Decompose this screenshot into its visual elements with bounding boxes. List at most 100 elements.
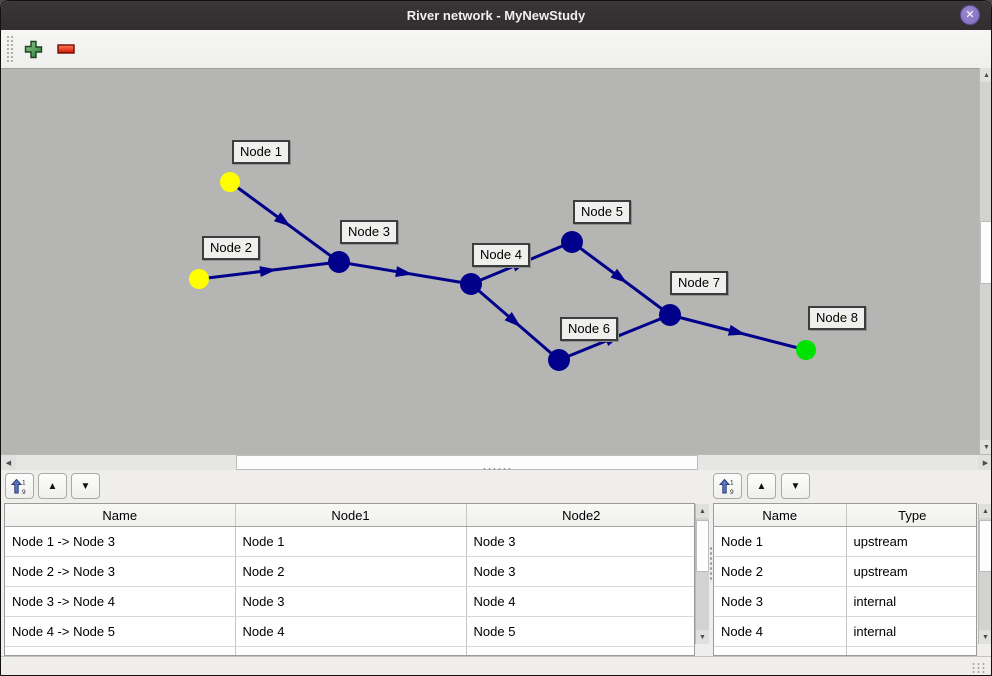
- links-move-down-button[interactable]: ▼: [71, 473, 100, 499]
- close-button[interactable]: ✕: [960, 5, 980, 25]
- up-triangle-icon: ▲: [47, 480, 58, 492]
- scroll-down-button[interactable]: ▼: [696, 630, 709, 644]
- table-cell[interactable]: internal: [846, 586, 976, 617]
- table-cell[interactable]: Node 5: [466, 616, 694, 647]
- column-header[interactable]: Name: [714, 504, 847, 527]
- scrollbar-thumb[interactable]: [696, 520, 709, 572]
- table-cell[interactable]: Node 3 -> Node 4: [5, 586, 236, 617]
- scroll-up-button[interactable]: ▲: [980, 68, 991, 82]
- node-marker-8[interactable]: [796, 340, 816, 360]
- node-marker-7[interactable]: [659, 304, 681, 326]
- node-label[interactable]: Node 3: [340, 220, 398, 244]
- column-header[interactable]: Type: [846, 504, 976, 527]
- scroll-up-button[interactable]: ▲: [979, 504, 991, 518]
- remove-node-button[interactable]: [51, 30, 81, 68]
- table-cell[interactable]: Node 4: [714, 616, 847, 647]
- window-resize-grip[interactable]: [971, 662, 986, 674]
- scrollbar-track[interactable]: [16, 455, 978, 470]
- table-cell[interactable]: Node 2: [235, 556, 467, 587]
- node-label[interactable]: Node 1: [232, 140, 290, 164]
- nodes-move-up-button[interactable]: ▲: [747, 473, 776, 499]
- table-row: [714, 646, 976, 655]
- table-cell[interactable]: Node 3: [466, 526, 694, 557]
- node-label[interactable]: Node 8: [808, 306, 866, 330]
- pane-splitter-handle[interactable]: [482, 467, 512, 471]
- column-header[interactable]: Node1: [235, 504, 467, 527]
- nodes-sort-button[interactable]: 1 9: [713, 473, 742, 499]
- scrollbar-track[interactable]: [696, 518, 709, 630]
- scroll-down-button[interactable]: ▼: [979, 630, 991, 644]
- node-label[interactable]: Node 5: [573, 200, 631, 224]
- svg-text:9: 9: [22, 489, 26, 495]
- title-bar[interactable]: River network - MyNewStudy ✕: [1, 1, 991, 30]
- tables-toolbar-row: 1 9 ▲ ▼ 1 9 ▲ ▼: [1, 470, 991, 503]
- status-bar: [1, 656, 991, 675]
- table-cell[interactable]: upstream: [846, 526, 976, 557]
- links-move-up-button[interactable]: ▲: [38, 473, 67, 499]
- window-title: River network - MyNewStudy: [406, 8, 586, 23]
- table-cell[interactable]: internal: [846, 616, 976, 647]
- links-table-scrollbar[interactable]: ▲ ▼: [695, 504, 709, 644]
- scroll-right-button[interactable]: ▶: [978, 455, 991, 470]
- table-cell[interactable]: Node 1: [714, 526, 847, 557]
- table-cell[interactable]: Node 3: [235, 586, 467, 617]
- scrollbar-track[interactable]: [979, 518, 991, 630]
- sort-ascending-icon: 1 9: [11, 478, 26, 495]
- scrollbar-thumb[interactable]: [979, 520, 991, 572]
- nodes-move-down-button[interactable]: ▼: [781, 473, 810, 499]
- svg-text:1: 1: [22, 479, 26, 486]
- network-canvas[interactable]: Node 1 Node 2 Node 3 Node 4 Node 5 Node 6 Node…: [1, 69, 979, 454]
- table-row: [5, 646, 694, 655]
- flow-direction-arrow-icon: [504, 311, 522, 328]
- table-panes-splitter-handle[interactable]: [709, 546, 713, 580]
- column-header[interactable]: Node2: [466, 504, 694, 527]
- table-cell[interactable]: Node 4 -> Node 5: [5, 616, 236, 647]
- table-cell[interactable]: Node 4: [235, 616, 467, 647]
- column-header[interactable]: Name: [5, 504, 236, 527]
- table-cell[interactable]: Node 4: [466, 586, 694, 617]
- chevron-up-icon: ▲: [982, 507, 989, 515]
- table-cell[interactable]: Node 3: [466, 556, 694, 587]
- table-cell[interactable]: Node 2 -> Node 3: [5, 556, 236, 587]
- scroll-up-button[interactable]: ▲: [696, 504, 709, 518]
- scroll-down-button[interactable]: ▼: [980, 440, 991, 454]
- canvas-horizontal-scrollbar[interactable]: ◀ ▶: [1, 454, 991, 470]
- add-node-button[interactable]: [18, 30, 48, 68]
- node-label[interactable]: Node 2: [202, 236, 260, 260]
- node-marker-5[interactable]: [561, 231, 583, 253]
- node-label[interactable]: Node 4: [472, 243, 530, 267]
- table-cell[interactable]: Node 1 -> Node 3: [5, 526, 236, 557]
- scroll-left-button[interactable]: ◀: [1, 455, 16, 470]
- down-triangle-icon: ▼: [790, 480, 801, 492]
- node-label[interactable]: Node 6: [560, 317, 618, 341]
- scrollbar-track[interactable]: [980, 82, 991, 440]
- table-cell[interactable]: Node 1: [235, 526, 467, 557]
- node-marker-4[interactable]: [460, 273, 482, 295]
- node-label[interactable]: Node 7: [670, 271, 728, 295]
- scrollbar-thumb[interactable]: [236, 455, 698, 470]
- node-marker-1[interactable]: [220, 172, 240, 192]
- table-cell[interactable]: Node 3: [714, 586, 847, 617]
- sort-ascending-icon: 1 9: [719, 478, 734, 495]
- scrollbar-thumb[interactable]: [980, 221, 991, 284]
- toolbar-drag-handle[interactable]: [6, 35, 13, 62]
- canvas-vertical-scrollbar[interactable]: ▲ ▼: [979, 68, 991, 454]
- node-marker-2[interactable]: [189, 269, 209, 289]
- node-marker-6[interactable]: [548, 349, 570, 371]
- table-cell[interactable]: upstream: [846, 556, 976, 587]
- links-sort-button[interactable]: 1 9: [5, 473, 34, 499]
- nodes-table-scrollbar[interactable]: ▲ ▼: [978, 504, 991, 644]
- node-marker-3[interactable]: [328, 251, 350, 273]
- table-cell[interactable]: Node 2: [714, 556, 847, 587]
